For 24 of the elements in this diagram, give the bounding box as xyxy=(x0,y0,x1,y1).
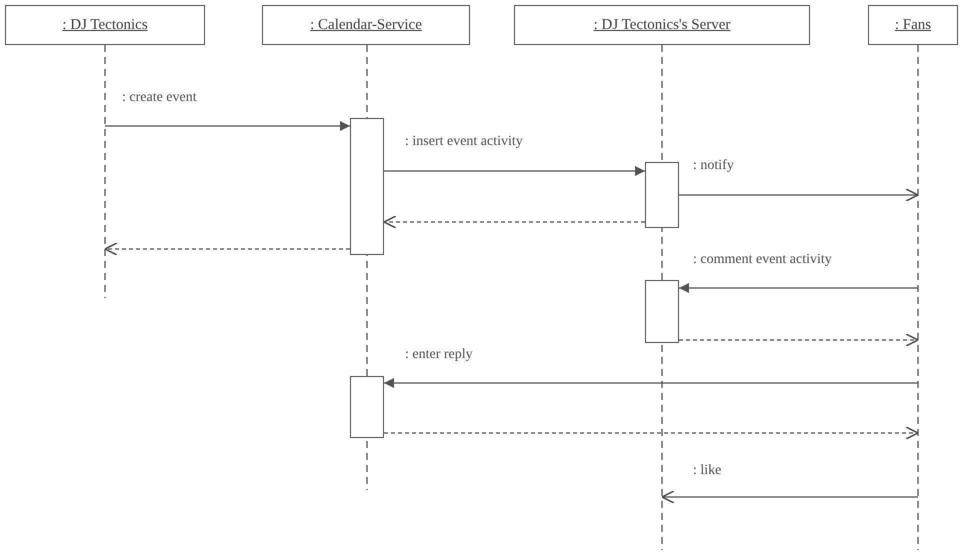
message-label: : like xyxy=(693,463,722,479)
message-label: : notify xyxy=(693,158,734,174)
activation-bar xyxy=(350,118,384,255)
participant-box: : Calendar-Service xyxy=(262,5,470,45)
activation-bar xyxy=(645,280,679,343)
message-arrow xyxy=(105,121,350,131)
message-label: : insert event activity xyxy=(405,134,523,150)
message-arrow xyxy=(384,166,645,176)
message-arrow xyxy=(679,188,919,202)
return-message-arrow xyxy=(384,426,919,440)
return-message-arrow xyxy=(104,242,350,256)
activation-bar xyxy=(350,376,384,438)
return-message-arrow xyxy=(679,333,919,347)
message-arrow xyxy=(661,490,918,504)
message-label: : enter reply xyxy=(405,347,473,363)
message-label: : create event xyxy=(122,90,197,106)
message-arrow xyxy=(384,378,918,388)
participant-box: : DJ Tectonics xyxy=(5,5,205,45)
participant-box: : DJ Tectonics's Server xyxy=(514,5,810,45)
message-label: : comment event activity xyxy=(693,252,832,268)
participant-box: : Fans xyxy=(868,5,958,45)
activation-bar xyxy=(645,162,679,228)
message-arrow xyxy=(679,283,918,293)
return-message-arrow xyxy=(383,215,645,229)
